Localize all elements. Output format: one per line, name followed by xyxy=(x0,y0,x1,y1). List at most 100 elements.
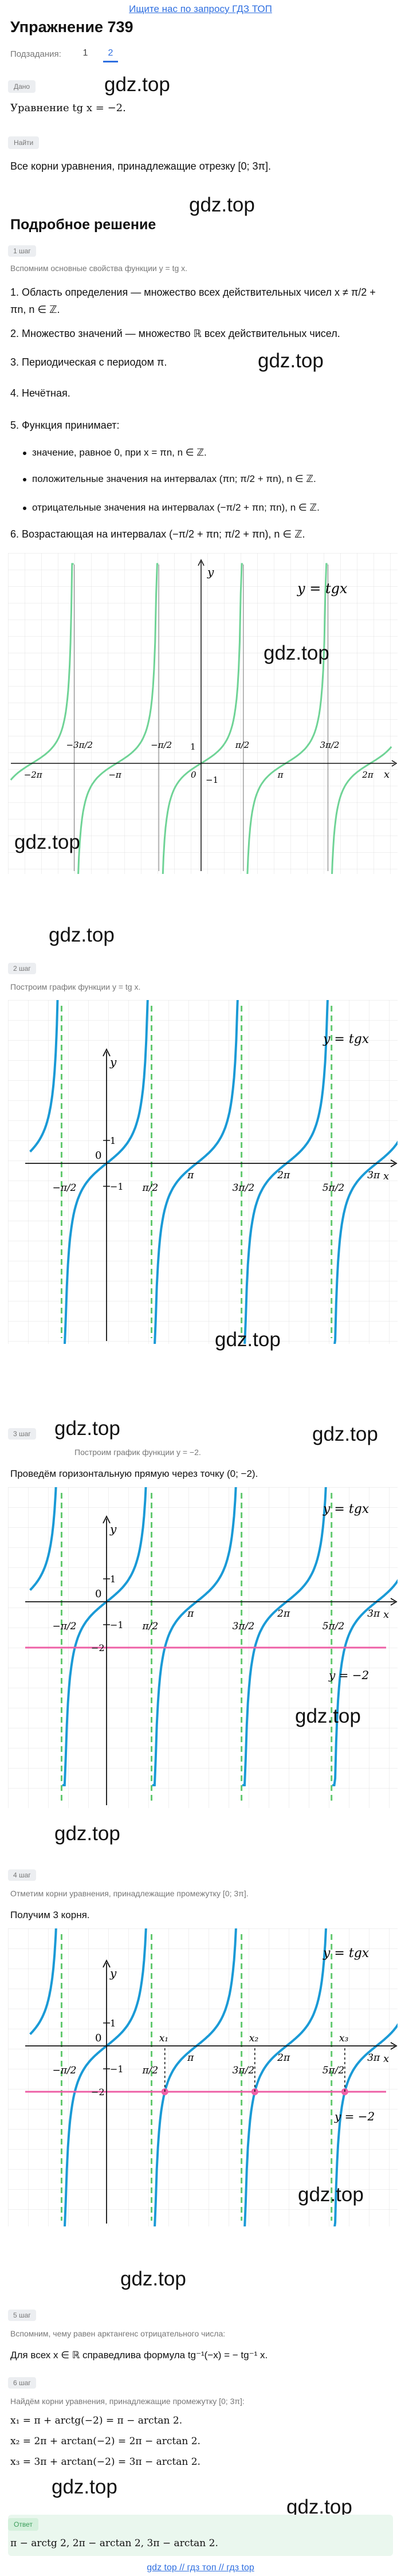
x-tick-label: π xyxy=(187,2052,194,2064)
watermark: gdz.top xyxy=(104,73,170,96)
curve-label: y = tgx xyxy=(323,1032,369,1046)
step-5-intro: Вспомним, чему равен арктангенс отрицате… xyxy=(10,2329,226,2338)
property-4: 4. Нечётная. xyxy=(10,387,70,399)
page-title: Упражнение 739 xyxy=(10,18,133,36)
x-tick-label: 5π/2 xyxy=(323,1621,345,1632)
root-label: x₃ xyxy=(339,2033,349,2044)
x-tick-label: π/2 xyxy=(142,2065,159,2076)
watermark: gdz.top xyxy=(49,924,115,946)
step-4-label: 4 шаг xyxy=(8,1869,36,1881)
detailed-solution-title: Подробное решение xyxy=(10,217,156,233)
x-tick-label: π/2 xyxy=(235,740,249,750)
property-6: 6. Возрастающая на интервалах (−π/2 + πn… xyxy=(10,528,305,540)
step-2-intro: Построим график функции y = tg x. xyxy=(10,982,141,991)
answer-box: Ответ π − arctg 2, 2π − arctan 2, 3π − a… xyxy=(8,2515,393,2556)
x-tick-label: 5π/2 xyxy=(323,1182,345,1194)
root-2: x₂ = 2π + arctan(−2) = 2π − arctan 2. xyxy=(10,2436,200,2447)
root-label: x₂ xyxy=(249,2033,259,2044)
x-axis-arrow xyxy=(391,760,398,767)
watermark: gdz.top xyxy=(286,2496,352,2518)
x-tick-label: −π/2 xyxy=(151,740,172,750)
y-tick-label: 1 xyxy=(190,742,196,752)
y-tick-label: −1 xyxy=(110,1181,124,1192)
y-axis-arrow xyxy=(103,1959,111,1968)
curve-label: y = tgx xyxy=(323,1946,369,1961)
top-banner-link[interactable]: Ищите нас по запросу ГДЗ ТОП xyxy=(129,3,272,14)
grid xyxy=(8,553,398,874)
tangent-curve xyxy=(29,1487,57,1591)
property-1: 1. Область определения — множество всех … xyxy=(10,287,376,315)
subtask-tab-2[interactable]: 2 xyxy=(103,48,118,62)
step-1-intro: Вспомним основные свойства функции y = t… xyxy=(10,264,188,273)
curve-label: y = tgx xyxy=(297,581,348,597)
property-5-bullet-1: значение, равное 0, при x = πn, n ∈ ℤ. xyxy=(23,447,207,458)
step-5-formula: Для всех x ∈ ℝ справедлива формула tg⁻¹(… xyxy=(10,2350,268,2361)
answer-text: π − arctg 2, 2π − arctan 2, 3π − arctan … xyxy=(10,2538,218,2549)
x-tick-label: −π/2 xyxy=(52,2065,76,2076)
watermark: gdz.top xyxy=(14,831,80,853)
tangent-curve xyxy=(333,1140,398,1344)
x-tick-label: π/2 xyxy=(142,1182,159,1194)
step-2-label: 2 шаг xyxy=(8,963,36,974)
x-tick-label: 0 xyxy=(95,1150,101,1162)
x-tick-label: −π xyxy=(108,770,122,780)
curve-label: y = tgx xyxy=(323,1502,369,1516)
step-3-line: Проведём горизонтальную прямую через точ… xyxy=(10,1468,258,1479)
step-4-intro: Отметим корни уравнения, принадлежащие п… xyxy=(10,1889,249,1898)
y-axis-label: y xyxy=(109,1055,117,1069)
grid xyxy=(8,1000,398,1344)
footer-links[interactable]: gdz top // гдз топ // гдз top xyxy=(147,2563,254,2573)
x-tick-label: 3π xyxy=(367,1170,380,1181)
x-tick-label: 2π xyxy=(361,770,374,780)
x-tick-label: 3π/2 xyxy=(320,740,339,750)
y-tick-label: 1 xyxy=(110,2018,116,2029)
x-tick-label: 0 xyxy=(95,2032,101,2044)
watermark: gdz.top xyxy=(215,1328,281,1351)
watermark: gdz.top xyxy=(295,1705,361,1727)
step-6-label: 6 шаг xyxy=(8,2377,36,2389)
y-tick-label: 1 xyxy=(110,1135,116,1146)
x-axis-label: x xyxy=(384,769,390,781)
watermark: gdz.top xyxy=(312,1423,378,1445)
x-axis-arrow xyxy=(390,1159,398,1167)
y-tick-label-neg2: −2 xyxy=(91,2087,105,2097)
find-text: Все корни уравнения, принадлежащие отрез… xyxy=(10,160,271,172)
root-3: x₃ = 3π + arctan(−2) = 3π − arctan 2. xyxy=(10,2456,200,2468)
y-tick-label: −1 xyxy=(110,2064,124,2075)
step-3-label: 3 шаг xyxy=(8,1428,36,1440)
watermark: gdz.top xyxy=(120,2268,186,2290)
watermark: gdz.top xyxy=(258,350,324,372)
root-1: x₁ = π + arctg(−2) = π − arctan 2. xyxy=(10,2415,183,2426)
watermark: gdz.top xyxy=(264,642,329,664)
x-tick-label: 2π xyxy=(277,1170,290,1181)
subtask-tab-1[interactable]: 1 xyxy=(82,48,88,58)
y-tick-label-neg2: −2 xyxy=(91,1642,105,1653)
y-axis-label: y xyxy=(109,1966,117,1980)
x-axis-label: x xyxy=(383,1170,389,1182)
x-tick-label: 3π xyxy=(367,2052,380,2064)
answer-label: Ответ xyxy=(8,2518,38,2531)
x-tick-label: −π/2 xyxy=(52,1621,76,1632)
x-tick-label: 3π/2 xyxy=(233,1621,255,1632)
y-axis-arrow xyxy=(198,559,205,566)
y-tick-label: −1 xyxy=(206,775,218,785)
x-tick-label: 0 xyxy=(191,770,196,780)
watermark: gdz.top xyxy=(54,1417,120,1440)
x-tick-label: 3π/2 xyxy=(233,2065,255,2076)
watermark: gdz.top xyxy=(52,2476,117,2498)
x-tick-label: −2π xyxy=(24,770,43,780)
x-tick-label: 2π xyxy=(277,2052,290,2064)
x-tick-label: 2π xyxy=(277,1608,290,1620)
x-tick-label: π xyxy=(277,770,284,780)
y-tick-label: −1 xyxy=(110,1620,124,1630)
x-tick-label: 5π/2 xyxy=(323,2065,345,2076)
x-tick-label: π xyxy=(187,1170,194,1181)
x-tick-label: π/2 xyxy=(142,1621,159,1632)
subtasks-label: Подзадания: xyxy=(10,49,61,59)
property-5-bullet-3: отрицательные значения на интервалах (−π… xyxy=(23,502,320,513)
property-5-bullet-2: положительные значения на интервалах (πn… xyxy=(23,473,316,485)
y-axis-label: y xyxy=(109,1522,117,1536)
property-2: 2. Множество значений — множество ℝ всех… xyxy=(10,328,340,339)
x-tick-label: 3π xyxy=(367,1608,380,1620)
